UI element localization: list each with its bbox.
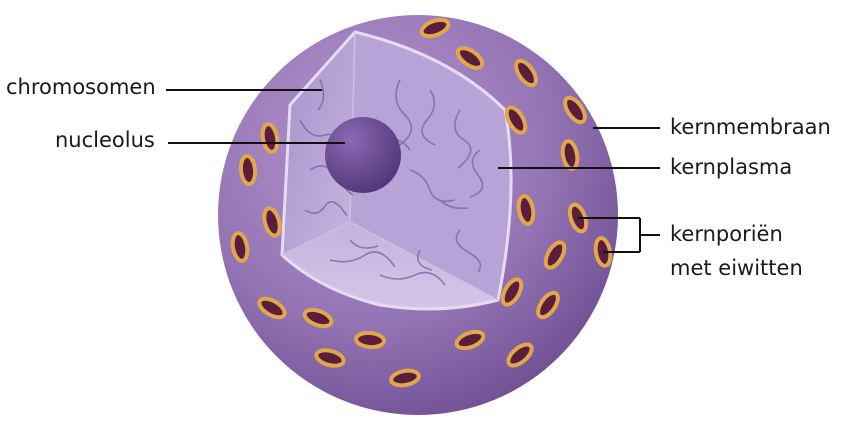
label-nucleolus: nucleolus [55,128,155,152]
leader-kernporien [578,217,660,253]
label-kernporien-line2: met eiwitten [670,256,803,280]
label-kernmembraan: kernmembraan [670,115,831,139]
label-chromosomen: chromosomen [6,75,156,99]
nuclear-pores [230,17,613,388]
label-kernporien-line1: kernporiën [670,222,783,246]
nucleolus-body [325,117,401,193]
label-kernplasma: kernplasma [670,155,793,179]
leader-lines [166,89,660,253]
cutaway-section [280,30,513,311]
